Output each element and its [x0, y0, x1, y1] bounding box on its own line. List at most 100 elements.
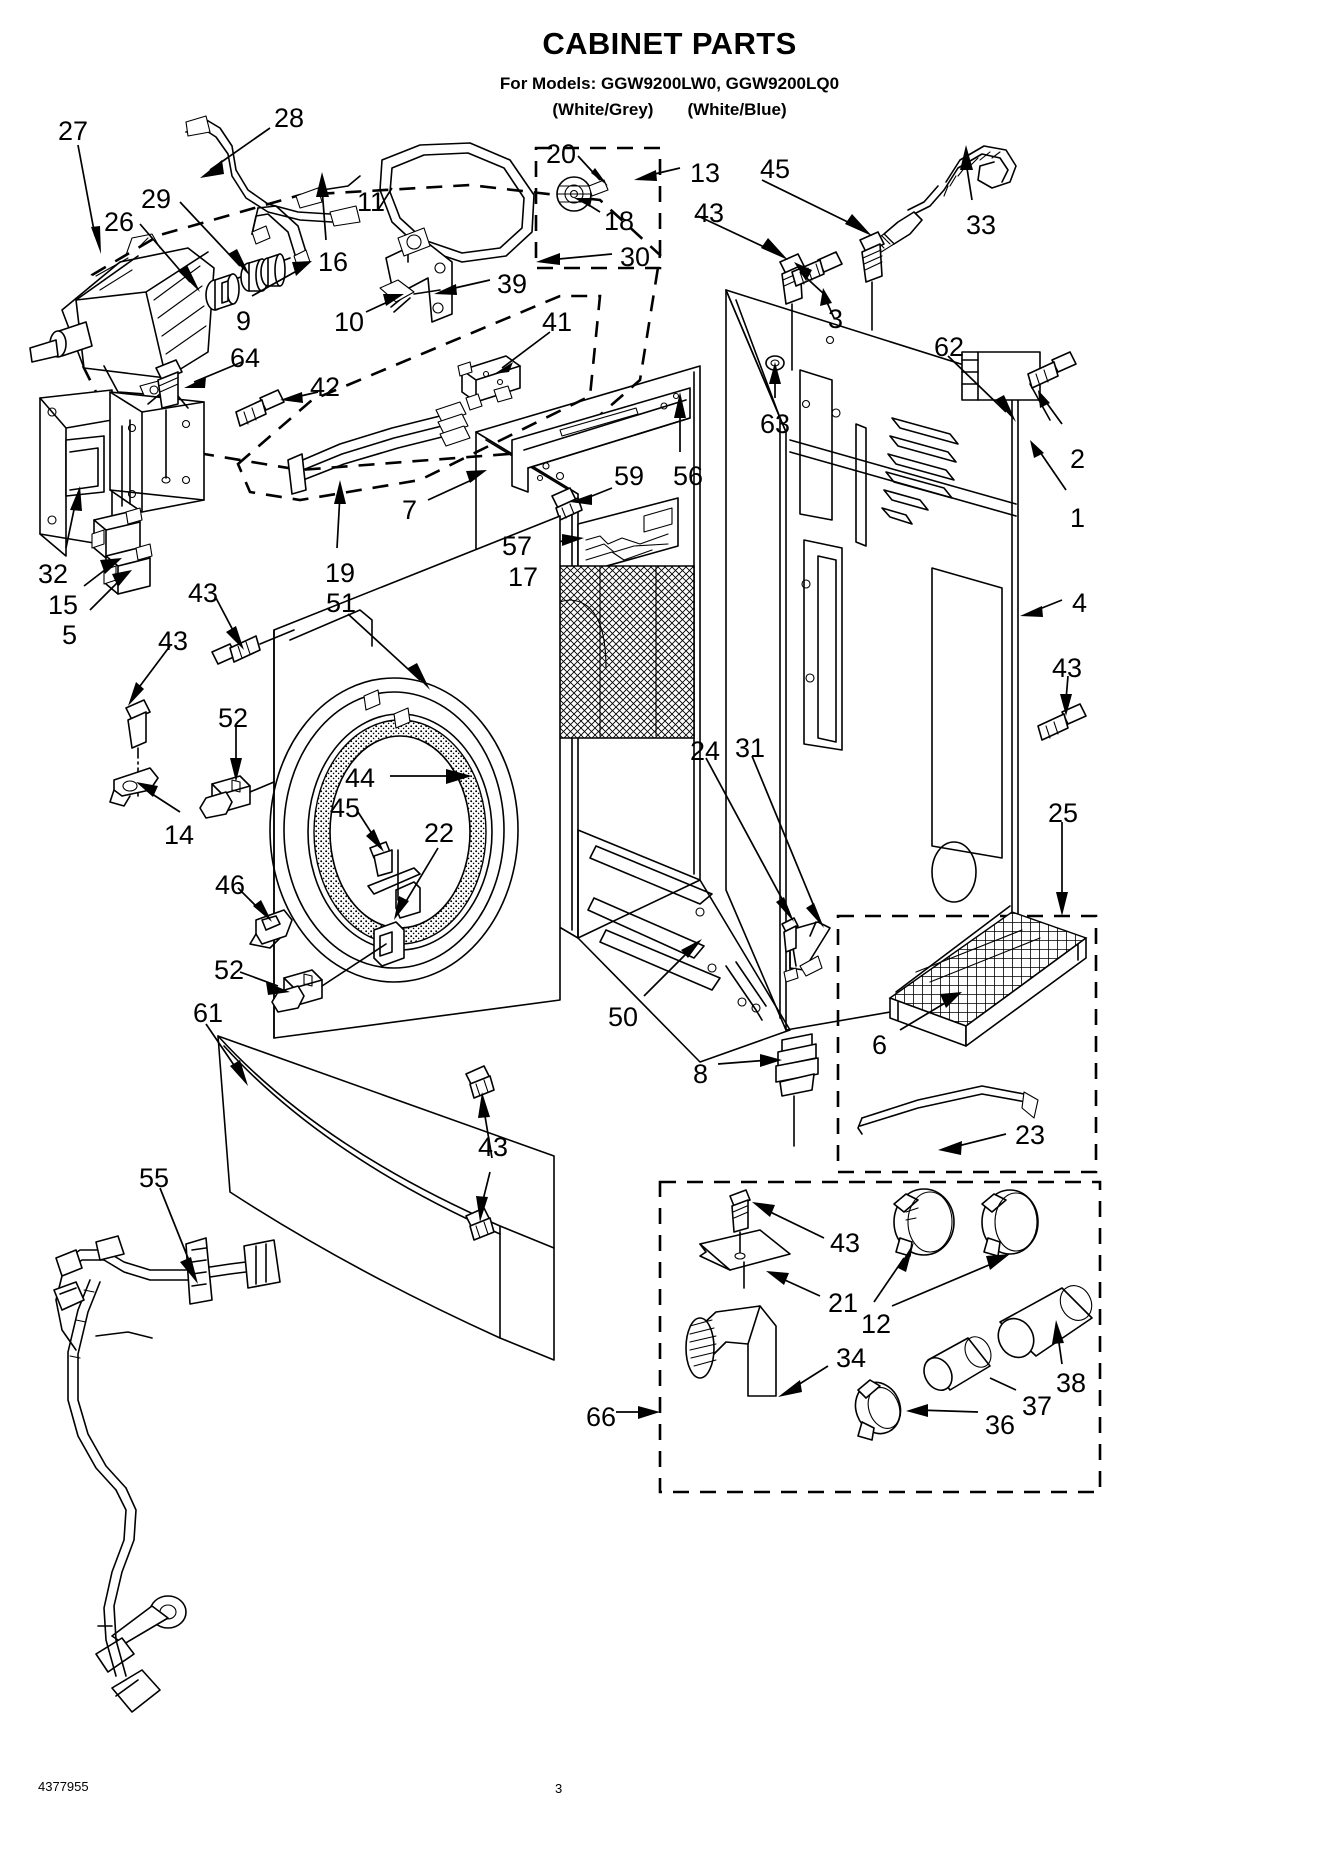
callout-31: 31	[735, 733, 766, 763]
callout-24: 24	[690, 736, 721, 766]
callout-7: 7	[402, 495, 418, 525]
callout-55: 55	[139, 1163, 170, 1193]
callout-18: 18	[604, 206, 635, 236]
leader-12a	[874, 1242, 914, 1302]
callout-23: 23	[1015, 1120, 1046, 1150]
callout-11: 11	[357, 187, 386, 217]
leader-39	[434, 280, 490, 295]
leader-62	[948, 356, 1016, 422]
leader-31	[752, 756, 824, 928]
callout-6: 6	[872, 1030, 888, 1060]
leader-52-b	[240, 972, 290, 995]
callout-64: 64	[230, 343, 261, 373]
screw-43-right	[1038, 704, 1086, 740]
screw-43-top	[780, 254, 804, 370]
callout-45: 45	[760, 154, 791, 184]
callout-41: 41	[542, 307, 573, 337]
leader-8	[718, 1054, 782, 1067]
leader-42	[280, 392, 318, 403]
callout-32: 32	[38, 559, 69, 589]
motor-shaft-bushings-29	[206, 254, 290, 310]
leader-59	[570, 488, 612, 505]
wiring-harness-19	[238, 296, 600, 500]
leader-56	[674, 392, 686, 452]
screw-64	[156, 360, 182, 408]
color-variant-left: (White/Grey)	[552, 100, 654, 119]
callout-4: 4	[1072, 588, 1088, 618]
vent-clamp-23	[858, 1086, 1038, 1134]
toe-panel-61	[218, 1036, 554, 1360]
color-variant-right: (White/Blue)	[687, 100, 787, 119]
callout-63: 63	[760, 409, 791, 439]
cover-plate-21	[700, 1230, 790, 1288]
duct-sleeve-37	[919, 1332, 997, 1395]
callout-25: 25	[1048, 798, 1079, 828]
drive-motor-26	[30, 234, 214, 400]
cabinet-base-plate-50	[578, 830, 790, 1062]
motor-assembly-group	[30, 185, 660, 470]
callout-5: 5	[62, 620, 78, 650]
callout-43: 43	[830, 1228, 861, 1258]
duct-clamp-12b	[982, 1190, 1038, 1256]
callout-8: 8	[693, 1059, 709, 1089]
leader-43-top	[698, 216, 788, 260]
leader-9	[252, 261, 312, 296]
screw-45-door	[370, 842, 398, 900]
callout-29: 29	[141, 184, 172, 214]
leader-51	[348, 614, 430, 690]
leader-64	[184, 362, 242, 388]
dashed-boundary-19	[238, 296, 600, 500]
leader-27	[78, 145, 101, 254]
leader-3-side	[820, 288, 834, 318]
document-number: 4377955	[38, 1779, 89, 1794]
duct-ring-36	[848, 1376, 907, 1440]
leader-29	[180, 202, 250, 276]
callout-56: 56	[673, 461, 704, 491]
callout-12: 12	[861, 1309, 892, 1339]
bushing-26	[206, 274, 239, 310]
leader-38	[1052, 1320, 1064, 1364]
leader-41	[494, 332, 550, 374]
leader-20	[578, 156, 608, 186]
callout-43: 43	[478, 1132, 509, 1162]
callout-59: 59	[614, 461, 645, 491]
models-line: For Models: GGW9200LW0, GGW9200LQ0	[499, 74, 840, 93]
leader-23	[938, 1134, 1006, 1155]
leader-46	[238, 888, 272, 922]
leader-21	[766, 1271, 820, 1296]
screw-45-top	[860, 232, 884, 330]
callout-15: 15	[48, 590, 79, 620]
callout-3: 3	[828, 304, 844, 334]
callout-14: 14	[164, 820, 195, 850]
callout-10: 10	[334, 307, 365, 337]
leader-43-toe	[478, 1092, 492, 1158]
dashed-boundary-13	[536, 148, 660, 268]
duct-elbow-34	[686, 1306, 776, 1396]
bushing-29b	[261, 254, 285, 286]
cabinet-shell-3	[726, 290, 1018, 1030]
leader-45-top	[762, 180, 872, 236]
leveling-leg-8	[776, 1034, 818, 1146]
leader-61	[206, 1024, 248, 1086]
leader-43-panel-a	[216, 598, 244, 650]
leader-30	[536, 253, 612, 265]
leader-5	[90, 570, 132, 610]
callout-44: 44	[345, 763, 376, 793]
callout-16: 16	[318, 247, 349, 277]
leader-37	[990, 1378, 1016, 1390]
serial-label-57	[578, 498, 678, 574]
callout-51: 51	[326, 588, 357, 618]
leader-16	[316, 172, 329, 240]
leader-26	[140, 224, 200, 292]
leader-13	[634, 168, 680, 181]
color-variants-line: (White/Grey) (White/Blue)	[0, 100, 1339, 120]
leader-1	[1030, 440, 1066, 490]
idler-pulley-20	[557, 177, 608, 211]
leader-52-a	[230, 724, 242, 782]
leader-2	[1038, 390, 1062, 424]
callout-45: 45	[330, 793, 361, 823]
leader-63	[769, 362, 781, 398]
door-catch-46	[250, 910, 292, 948]
page-title: CABINET PARTS	[542, 26, 797, 61]
motor-mount-bracket-32	[40, 390, 204, 556]
